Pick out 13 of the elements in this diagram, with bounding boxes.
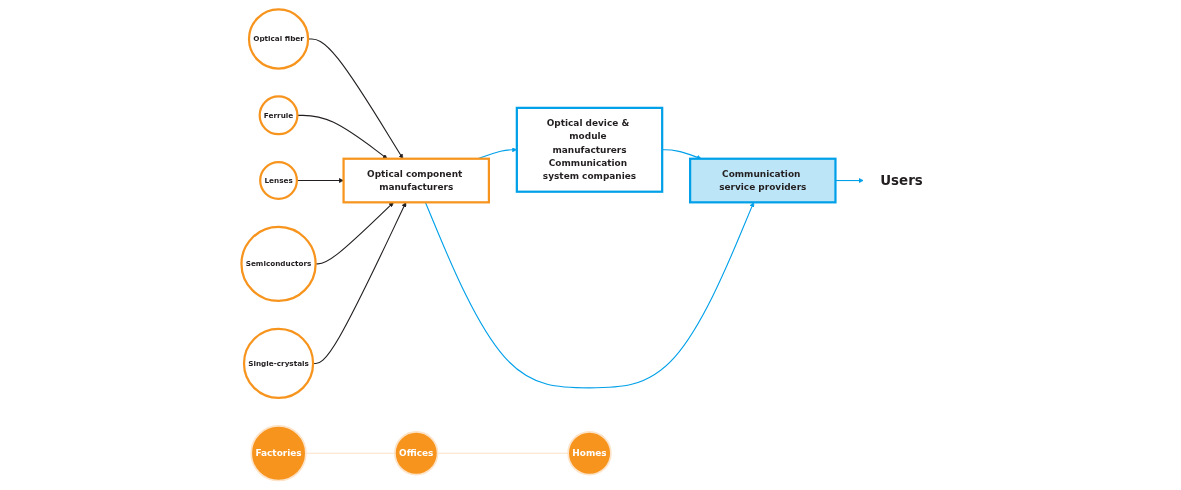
node-box: Optical component manufacturers bbox=[342, 157, 490, 204]
node-text: Users bbox=[880, 172, 923, 189]
node-box: Optical device & module manufacturers Communication system companies bbox=[515, 106, 664, 193]
arrow bbox=[307, 38, 404, 159]
node-circle: Factories bbox=[250, 425, 307, 482]
node-circle: Homes bbox=[567, 431, 612, 476]
arrow bbox=[296, 178, 344, 183]
arrow bbox=[315, 202, 394, 265]
node-box: Communication service providers bbox=[689, 157, 837, 204]
connector bbox=[305, 452, 396, 454]
arrow bbox=[312, 202, 407, 364]
node-circle: Offices bbox=[394, 431, 439, 476]
connector bbox=[437, 452, 569, 454]
